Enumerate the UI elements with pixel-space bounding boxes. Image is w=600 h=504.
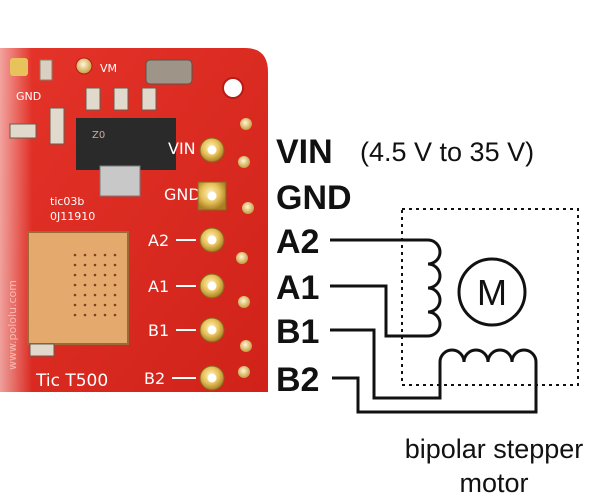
pad-b2-hole bbox=[207, 373, 217, 383]
silk-pin-gnd: GND bbox=[164, 185, 201, 204]
regulator-marking: Z0 bbox=[92, 130, 105, 141]
motor-symbol: M bbox=[477, 272, 507, 313]
smd-2 bbox=[113, 87, 129, 111]
top-cap-1 bbox=[10, 58, 28, 76]
silk-board-id-1: tic03b bbox=[50, 195, 84, 208]
top-capacitor bbox=[145, 59, 193, 85]
smd-5 bbox=[9, 123, 37, 139]
motor-circle bbox=[457, 257, 527, 327]
coil-a bbox=[422, 238, 442, 338]
label-vin: VIN bbox=[276, 133, 333, 171]
driver-ic-vias bbox=[68, 252, 118, 322]
wire-b1 bbox=[330, 328, 442, 400]
pad-b1-hole bbox=[207, 325, 217, 335]
edge-via-1 bbox=[240, 118, 252, 130]
coil-b bbox=[438, 348, 538, 368]
silk-pin-a1: A1 bbox=[148, 277, 169, 296]
regulator-tab bbox=[99, 165, 141, 197]
label-b2: B2 bbox=[276, 361, 319, 399]
silk-top-gnd: GND bbox=[16, 90, 41, 103]
board-photo: Z0 GND VM tic03b 0J11910 www.pololu.com … bbox=[0, 48, 268, 392]
label-gnd: GND bbox=[276, 179, 352, 217]
pad-vin-hole bbox=[207, 145, 217, 155]
pad-gnd-hole bbox=[207, 191, 217, 201]
edge-via-5 bbox=[238, 296, 250, 308]
silk-board-name: Tic T500 bbox=[35, 371, 108, 391]
label-a1: A1 bbox=[276, 269, 319, 307]
motor-caption-line1: bipolar stepper bbox=[405, 434, 584, 464]
label-b1: B1 bbox=[276, 313, 319, 351]
silk-pin-b1: B1 bbox=[148, 321, 169, 340]
motor-schematic: M bipolar stepper motor bbox=[330, 208, 584, 498]
pin-column: VIN GND A2 A1 B1 B2 bbox=[144, 118, 254, 391]
wire-a1 bbox=[330, 284, 422, 338]
motor-caption-line2: motor bbox=[459, 468, 528, 498]
edge-via-6 bbox=[240, 340, 252, 352]
edge-via-4 bbox=[236, 252, 248, 264]
silk-pin-vin: VIN bbox=[168, 139, 196, 158]
label-a2: A2 bbox=[276, 223, 319, 261]
silk-board-id-2: 0J11910 bbox=[50, 210, 95, 223]
smd-1 bbox=[85, 87, 101, 111]
silk-top-vm: VM bbox=[100, 62, 117, 75]
edge-via-7 bbox=[238, 366, 250, 378]
edge-via-2 bbox=[238, 156, 250, 168]
silk-url: www.pololu.com bbox=[6, 280, 19, 370]
smd-bottom bbox=[29, 343, 55, 357]
pin-labels: VIN (4.5 V to 35 V) GND A2 A1 B1 B2 bbox=[276, 133, 534, 399]
edge-via-3 bbox=[242, 202, 254, 214]
pad-gnd bbox=[197, 181, 227, 211]
top-resistor bbox=[39, 59, 53, 81]
pad-a1-hole bbox=[207, 281, 217, 291]
regulator-chip bbox=[76, 118, 176, 170]
silk-pin-a2: A2 bbox=[148, 231, 169, 250]
label-vin-range: (4.5 V to 35 V) bbox=[360, 137, 534, 167]
smd-3 bbox=[141, 87, 157, 111]
smd-4 bbox=[49, 107, 65, 145]
wire-b2 bbox=[332, 368, 538, 414]
silk-pin-b2: B2 bbox=[144, 369, 165, 388]
top-via-1 bbox=[75, 57, 93, 75]
mount-hole bbox=[222, 77, 244, 99]
pad-a2-hole bbox=[207, 235, 217, 245]
motor-enclosure bbox=[401, 208, 579, 386]
